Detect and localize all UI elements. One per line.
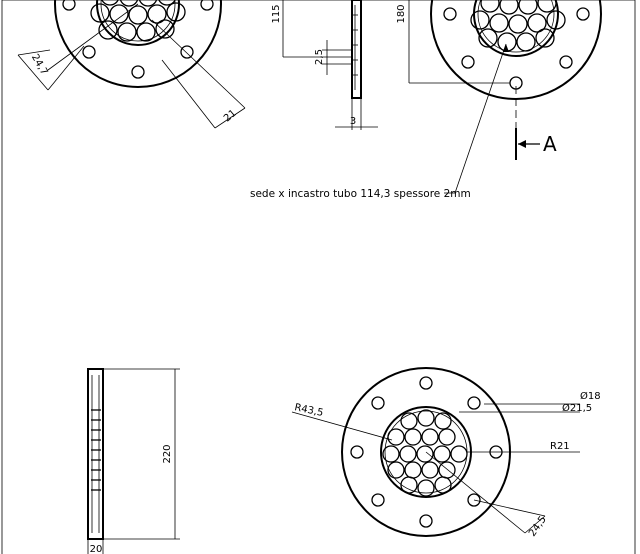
- flange-bolt-holes: [443, 7, 590, 90]
- dim-24-7: 24,7: [29, 52, 50, 77]
- flange-outer-edge: [54, 0, 222, 88]
- tube-holes: [470, 0, 566, 52]
- dim-20: 20: [90, 544, 103, 554]
- plate-profile: [87, 368, 104, 540]
- plate-profile: [351, 0, 362, 99]
- dim-d18: Ø18: [580, 390, 601, 402]
- tube-holes: [90, 0, 186, 42]
- side-view-bottom: 220 20: [87, 368, 180, 554]
- dim-115: 115: [271, 4, 282, 23]
- dim-3: 3: [350, 116, 356, 127]
- flange-bolt-holes: [350, 376, 503, 528]
- flange-inner-seat-inner: [477, 0, 555, 53]
- note-tube-seat: sede x incastro tubo 114,3 spessore 2mm: [250, 188, 471, 200]
- flange-bottom-right: R43,5 Ø18 Ø21,5 R21 24,5: [291, 367, 601, 539]
- flange-top-left: 24,7 21: [17, 0, 246, 129]
- dim-r21: R21: [550, 441, 570, 452]
- dim-220: 220: [162, 444, 173, 463]
- dim-24-5: 24,5: [527, 514, 549, 539]
- section-a-label: A: [543, 132, 557, 156]
- flange-bolt-holes: [62, 0, 214, 79]
- dim-2-5: 2,5: [314, 49, 325, 65]
- tube-holes: [382, 409, 468, 497]
- dim-180: 180: [396, 4, 407, 23]
- side-view-top: 115 2,5 3: [271, 0, 378, 130]
- flange-top-right: 180 A: [396, 0, 602, 194]
- dim-d21-5: Ø21,5: [562, 402, 592, 414]
